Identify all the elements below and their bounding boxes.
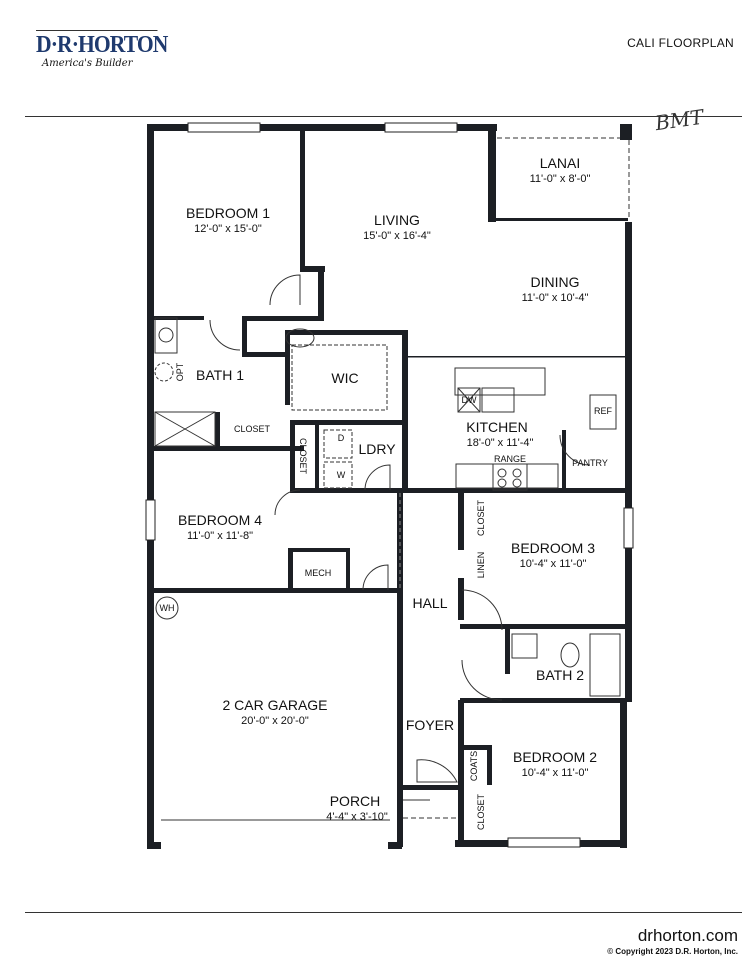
window <box>507 837 581 848</box>
living-name: LIVING <box>374 212 420 228</box>
copyright: © Copyright 2023 D.R. Horton, Inc. <box>607 947 738 956</box>
ref-label: REF <box>594 406 613 416</box>
footer-divider <box>25 912 742 913</box>
windows <box>145 122 634 848</box>
mech-label: MECH <box>305 568 332 578</box>
room-labels: BEDROOM 1 12'-0" x 15'-0" LIVING 15'-0" … <box>178 155 597 823</box>
bedroom4-name: BEDROOM 4 <box>178 512 262 528</box>
bedroom2-name: BEDROOM 2 <box>513 749 597 765</box>
closet-bed2-label: CLOSET <box>476 793 486 830</box>
closet-hall-label: CLOSET <box>298 438 308 475</box>
garage-name: 2 CAR GARAGE <box>222 697 327 713</box>
closet-bath1-label: CLOSET <box>234 424 271 434</box>
dining-size: 11'-0" x 10'-4" <box>522 292 589 304</box>
kitchen-size: 18'-0" x 11'-4" <box>467 437 534 449</box>
kitchen-name: KITCHEN <box>466 419 527 435</box>
logo-text: D·R·HORTON <box>36 30 168 58</box>
porch-size: 4'-4" x 3'-10" <box>326 811 388 823</box>
window <box>145 499 156 541</box>
window <box>384 122 458 133</box>
bedroom3-size: 10'-4" x 11'-0" <box>520 558 587 570</box>
foyer-name: FOYER <box>406 717 454 733</box>
bedroom4-size: 11'-0" x 11'-8" <box>187 530 253 542</box>
living-size: 15'-0" x 16'-4" <box>363 230 431 242</box>
closet-bed3-label: CLOSET <box>476 499 486 536</box>
wic-name: WIC <box>331 370 358 386</box>
dining-name: DINING <box>531 274 580 290</box>
bath2-name: BATH 2 <box>536 667 584 683</box>
drhorton-logo: D·R·HORTON America's Builder <box>36 30 171 69</box>
page-title: CALI FLOORPLAN <box>627 36 734 50</box>
washer-label: W <box>337 470 346 480</box>
pantry-label: PANTRY <box>572 458 608 468</box>
hall-name: HALL <box>412 595 447 611</box>
dryer-label: D <box>338 433 345 443</box>
website-link[interactable]: drhorton.com <box>637 926 738 945</box>
linen-label: LINEN <box>476 552 486 579</box>
bath1-name: BATH 1 <box>196 367 244 383</box>
header-divider <box>25 116 742 117</box>
bedroom2-size: 10'-4" x 11'-0" <box>522 767 589 779</box>
bedroom1-name: BEDROOM 1 <box>186 205 270 221</box>
lanai-size: 11'-0" x 8'-0" <box>530 173 591 185</box>
garage-size: 20'-0" x 20'-0" <box>241 715 309 727</box>
porch-name: PORCH <box>330 793 381 809</box>
logo-tagline: America's Builder <box>42 58 133 69</box>
fixtures-lines <box>154 137 630 821</box>
ldry-name: LDRY <box>358 441 396 457</box>
opt-label: OPT <box>175 362 185 381</box>
walls <box>147 124 632 849</box>
fixture-labels: CLOSET CLOSET CLOSET LINEN COATS CLOSET … <box>160 362 613 830</box>
water-heater-label: WH <box>160 603 175 613</box>
window <box>187 122 261 133</box>
coats-label: COATS <box>469 751 479 781</box>
lanai-name: LANAI <box>540 155 580 171</box>
range-label: RANGE <box>494 454 526 464</box>
dw-label: DW <box>462 395 477 405</box>
bedroom1-size: 12'-0" x 15'-0" <box>194 223 262 235</box>
window <box>623 507 634 549</box>
bedroom3-name: BEDROOM 3 <box>511 540 595 556</box>
